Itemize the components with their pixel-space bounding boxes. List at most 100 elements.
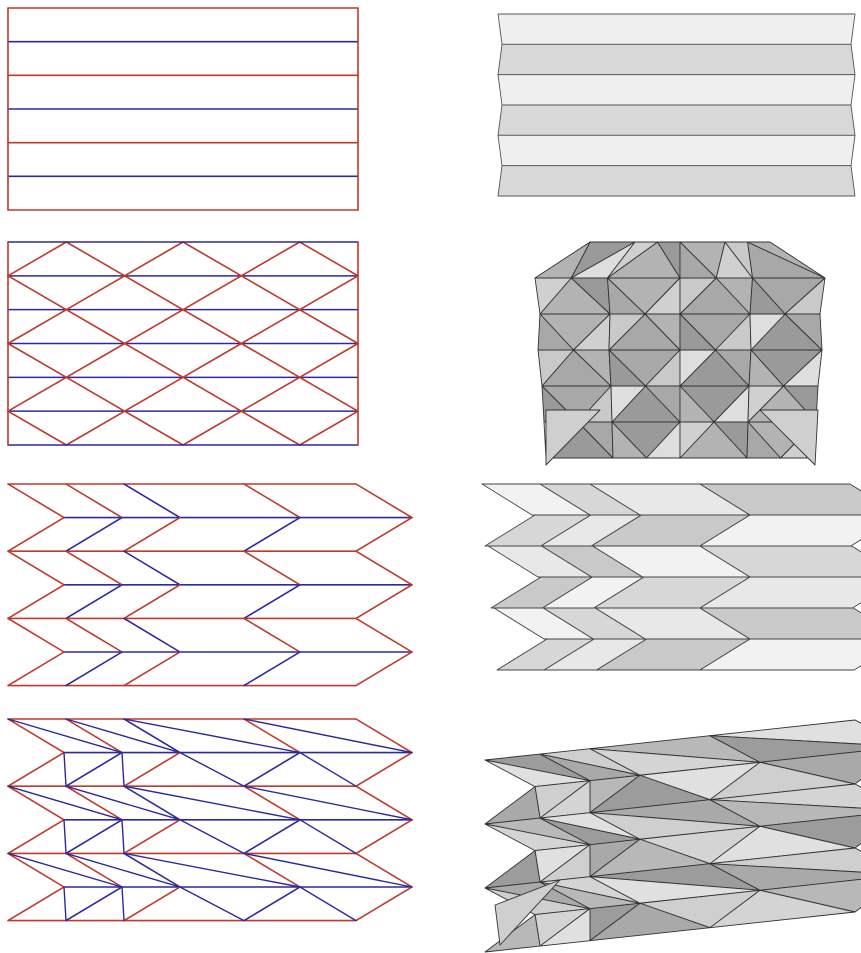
zigzag-fold	[124, 753, 180, 787]
zigzag-fold	[244, 887, 300, 921]
mountain-fold	[241, 310, 299, 344]
zigzag-fold	[66, 786, 122, 820]
mountain-fold	[241, 411, 299, 445]
zigzag-fold	[8, 887, 64, 921]
mountain-fold	[300, 411, 358, 445]
zigzag-fold	[356, 551, 412, 585]
zigzag-fold	[8, 618, 64, 652]
zigzag-fold	[244, 820, 300, 854]
mountain-fold	[183, 242, 241, 276]
crease-pattern-4	[8, 719, 412, 921]
crease-pattern-1	[8, 8, 358, 210]
zigzag-fold	[124, 887, 180, 921]
pleat-panel	[498, 14, 855, 44]
zigzag-fold	[356, 518, 412, 552]
triangulation-fold	[300, 887, 356, 921]
triangulation-fold	[244, 786, 412, 820]
zigzag-fold	[66, 518, 122, 552]
mountain-fold	[66, 344, 124, 378]
triangulation-fold	[64, 820, 66, 854]
triangulation-fold	[122, 887, 124, 921]
folded-shape-4	[485, 720, 861, 952]
mountain-fold	[125, 242, 183, 276]
zigzag-fold	[66, 551, 122, 585]
zigzag-fold	[356, 652, 412, 686]
mountain-fold	[66, 276, 124, 310]
mountain-fold	[300, 377, 358, 411]
pleat-panel	[498, 105, 855, 135]
triangulation-fold	[300, 753, 356, 787]
zigzag-fold	[8, 853, 64, 887]
triangulated-facet	[485, 787, 540, 824]
triangulation-fold	[244, 719, 412, 753]
triangulation-fold	[180, 753, 244, 787]
mountain-fold	[241, 276, 299, 310]
mountain-fold	[300, 344, 358, 378]
triangulation-fold	[124, 786, 300, 820]
mountain-fold	[125, 310, 183, 344]
zigzag-fold	[8, 820, 64, 854]
zigzag-fold	[356, 484, 412, 518]
pleat-panel	[498, 166, 855, 196]
zigzag-fold	[66, 853, 122, 887]
triangulation-fold	[8, 853, 122, 887]
zigzag-fold	[66, 753, 122, 787]
mountain-fold	[8, 411, 66, 445]
zigzag-fold	[124, 652, 180, 686]
mountain-fold	[300, 242, 358, 276]
mountain-fold	[241, 344, 299, 378]
mountain-fold	[183, 411, 241, 445]
folded-shape-1	[498, 14, 855, 196]
mountain-fold	[125, 377, 183, 411]
mountain-fold	[300, 276, 358, 310]
mountain-fold	[8, 344, 66, 378]
mountain-fold	[66, 377, 124, 411]
mountain-fold	[66, 242, 124, 276]
zigzag-fold	[356, 887, 412, 921]
zigzag-fold	[66, 484, 122, 518]
zigzag-fold	[244, 618, 300, 652]
crease-pattern-3	[8, 484, 412, 686]
triangulation-fold	[122, 820, 124, 854]
zigzag-fold	[124, 585, 180, 619]
zigzag-fold	[8, 719, 64, 753]
triangulation-fold	[66, 786, 180, 820]
mountain-fold	[300, 310, 358, 344]
triangulation-fold	[244, 853, 412, 887]
zigzag-fold	[244, 518, 300, 552]
zigzag-fold	[8, 786, 64, 820]
zigzag-fold	[8, 652, 64, 686]
mountain-fold	[8, 310, 66, 344]
triangulation-fold	[64, 753, 66, 787]
crease-pattern-2	[8, 242, 358, 445]
mountain-fold	[66, 411, 124, 445]
triangulation-fold	[8, 719, 122, 753]
mountain-fold	[183, 344, 241, 378]
zigzag-fold	[356, 618, 412, 652]
pleat-panel	[498, 44, 855, 74]
zigzag-fold	[124, 518, 180, 552]
zigzag-fold	[66, 652, 122, 686]
triangulation-fold	[122, 753, 124, 787]
mountain-fold	[241, 242, 299, 276]
folded-shape-3	[482, 484, 861, 670]
zigzag-fold	[124, 618, 180, 652]
zigzag-fold	[8, 484, 64, 518]
mountain-fold	[8, 242, 66, 276]
pleat-panel	[498, 75, 855, 105]
zigzag-fold	[356, 820, 412, 854]
triangulation-fold	[180, 820, 244, 854]
zigzag-fold	[8, 551, 64, 585]
zigzag-fold	[8, 753, 64, 787]
zigzag-fold	[244, 585, 300, 619]
zigzag-fold	[244, 753, 300, 787]
zigzag-fold	[356, 753, 412, 787]
zigzag-fold	[66, 887, 122, 921]
zigzag-fold	[124, 484, 180, 518]
mountain-fold	[125, 276, 183, 310]
mountain-fold	[8, 377, 66, 411]
mountain-fold	[125, 344, 183, 378]
mountain-fold	[183, 377, 241, 411]
mountain-fold	[125, 411, 183, 445]
